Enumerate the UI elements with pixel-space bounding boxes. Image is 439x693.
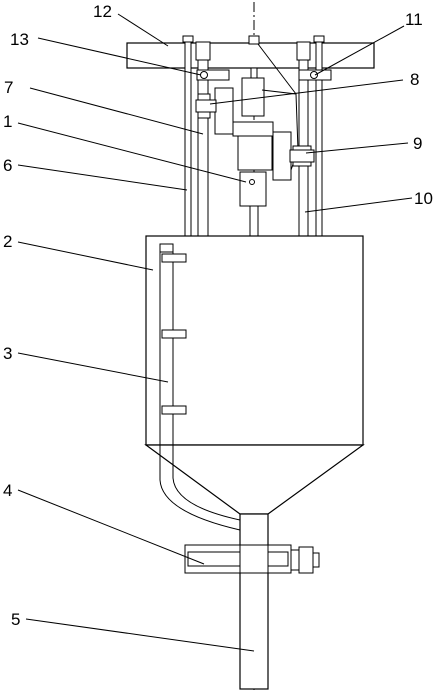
- side-pipe: [159, 243, 241, 531]
- hopper-cone: [144, 444, 365, 515]
- leader-lines: [17, 13, 413, 652]
- label-7: 7: [4, 78, 13, 97]
- label-11: 11: [405, 10, 423, 29]
- label-5: 5: [11, 610, 20, 629]
- label-2: 2: [3, 232, 12, 251]
- label-13: 13: [10, 30, 29, 49]
- top-stem: [250, 67, 258, 79]
- label-3: 3: [3, 344, 12, 363]
- right-nut: [289, 145, 315, 167]
- label-6: 6: [3, 156, 12, 175]
- outlet-tube: [239, 513, 269, 690]
- top-plate: [126, 42, 375, 69]
- left-bracket: [196, 69, 230, 81]
- top-stem-cap: [248, 35, 260, 45]
- label-8: 8: [410, 70, 419, 89]
- label-9: 9: [413, 134, 422, 153]
- central-mechanism: [195, 77, 299, 237]
- part-labels: 12 13 11 7 8 1 9 6 10 2 3 4 5: [3, 2, 433, 629]
- label-10: 10: [414, 189, 433, 208]
- label-12: 12: [93, 2, 112, 21]
- clamp: [184, 544, 320, 574]
- label-4: 4: [3, 481, 12, 500]
- label-1: 1: [3, 112, 12, 131]
